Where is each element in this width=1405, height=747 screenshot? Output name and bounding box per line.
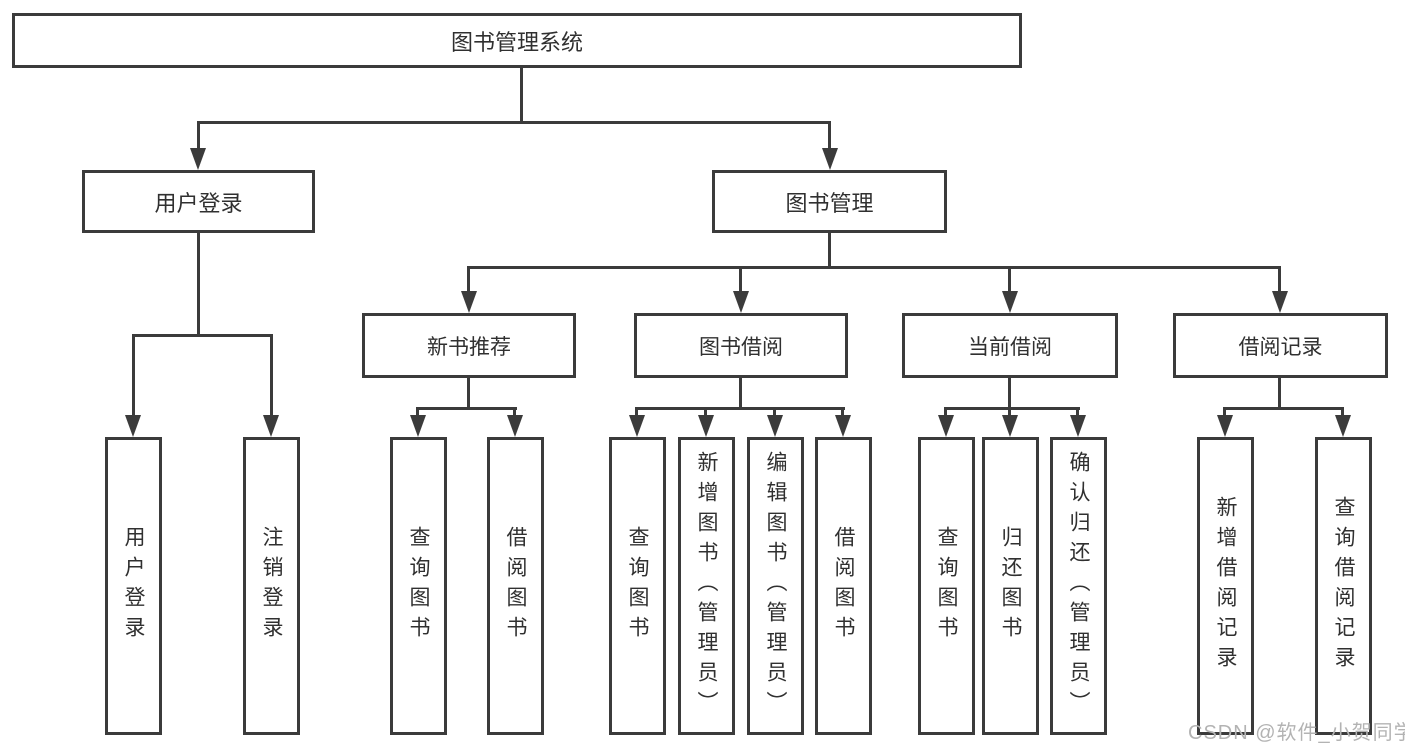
leaf-label: 注销登录 bbox=[260, 526, 283, 646]
leaf-label: 查询图书 bbox=[935, 526, 958, 646]
arrowhead-down-icon bbox=[410, 415, 426, 437]
arrowhead-down-icon bbox=[1070, 415, 1086, 437]
arrowhead-down-icon bbox=[125, 415, 141, 437]
arrowhead-down-icon bbox=[835, 415, 851, 437]
arrowhead-down-icon bbox=[698, 415, 714, 437]
connector-line bbox=[944, 407, 1080, 410]
connector-line bbox=[1008, 407, 1011, 418]
connector-line bbox=[828, 121, 831, 151]
leaf-label: 借阅图书 bbox=[504, 526, 527, 646]
connector-line bbox=[1223, 407, 1226, 418]
connector-line bbox=[197, 121, 200, 151]
leaf-current-confirm-return-admin: 确认归还（管理员） bbox=[1050, 437, 1107, 735]
connector-line bbox=[520, 67, 523, 124]
leaf-label: 借阅图书 bbox=[832, 526, 855, 646]
node-label: 图书借阅 bbox=[699, 335, 783, 359]
arrowhead-down-icon bbox=[1335, 415, 1351, 437]
connector-line bbox=[513, 407, 516, 418]
arrowhead-down-icon bbox=[190, 148, 206, 170]
connector-line bbox=[1278, 266, 1281, 294]
leaf-borrow-edit-books-admin: 编辑图书（管理员） bbox=[747, 437, 804, 735]
connector-line bbox=[739, 377, 742, 410]
node-label: 图书管理系统 bbox=[450, 29, 583, 55]
leaf-label: 新增图书（管理员） bbox=[695, 451, 718, 721]
arrowhead-down-icon bbox=[1002, 415, 1018, 437]
connector-line bbox=[467, 266, 470, 294]
node-user-login: 用户登录 bbox=[82, 170, 315, 233]
connector-line bbox=[132, 334, 135, 417]
leaf-label: 用户登录 bbox=[122, 526, 145, 646]
leaf-logout: 注销登录 bbox=[243, 437, 300, 735]
node-label: 当前借阅 bbox=[968, 335, 1052, 359]
node-current-borrowing: 当前借阅 bbox=[902, 313, 1118, 378]
leaf-borrow-add-books-admin: 新增图书（管理员） bbox=[678, 437, 735, 735]
connector-line bbox=[1008, 377, 1011, 410]
node-label: 图书管理 bbox=[785, 190, 874, 216]
connector-line bbox=[704, 407, 707, 418]
connector-line bbox=[270, 334, 273, 417]
arrowhead-down-icon bbox=[1272, 291, 1288, 313]
connector-line bbox=[635, 407, 638, 418]
connector-line bbox=[841, 407, 844, 418]
connector-line bbox=[739, 266, 742, 294]
leaf-current-return-books: 归还图书 bbox=[982, 437, 1039, 735]
connector-line bbox=[635, 407, 845, 410]
leaf-newrec-query-books: 查询图书 bbox=[390, 437, 447, 735]
connector-line bbox=[1076, 407, 1079, 418]
connector-line bbox=[197, 121, 831, 124]
connector-line bbox=[416, 407, 517, 410]
connector-line bbox=[416, 407, 419, 418]
arrowhead-down-icon bbox=[767, 415, 783, 437]
arrowhead-down-icon bbox=[822, 148, 838, 170]
arrowhead-down-icon bbox=[461, 291, 477, 313]
leaf-label: 查询图书 bbox=[626, 526, 649, 646]
leaf-label: 查询借阅记录 bbox=[1332, 496, 1355, 676]
leaf-records-add-record: 新增借阅记录 bbox=[1197, 437, 1254, 735]
arrowhead-down-icon bbox=[733, 291, 749, 313]
connector-line bbox=[1278, 377, 1281, 410]
connector-line bbox=[1223, 407, 1344, 410]
arrowhead-down-icon bbox=[507, 415, 523, 437]
leaf-newrec-borrow-books: 借阅图书 bbox=[487, 437, 544, 735]
arrowhead-down-icon bbox=[1002, 291, 1018, 313]
connector-line bbox=[1008, 266, 1011, 294]
leaf-current-query-books: 查询图书 bbox=[918, 437, 975, 735]
watermark-text: CSDN @软件_小贺同学 bbox=[1188, 722, 1405, 744]
connector-line bbox=[197, 233, 200, 336]
leaf-label: 新增借阅记录 bbox=[1214, 496, 1237, 676]
node-library-system: 图书管理系统 bbox=[12, 13, 1022, 68]
connector-line bbox=[828, 233, 831, 269]
leaf-borrow-query-books: 查询图书 bbox=[609, 437, 666, 735]
node-borrow-records: 借阅记录 bbox=[1173, 313, 1388, 378]
node-label: 借阅记录 bbox=[1238, 335, 1323, 359]
leaf-label: 确认归还（管理员） bbox=[1067, 451, 1090, 721]
connector-line bbox=[944, 407, 947, 418]
node-book-management: 图书管理 bbox=[712, 170, 947, 233]
connector-line bbox=[467, 377, 470, 410]
connector-line bbox=[132, 334, 273, 337]
leaf-records-query-record: 查询借阅记录 bbox=[1315, 437, 1372, 735]
node-label: 新书推荐 bbox=[427, 335, 511, 359]
connector-line bbox=[773, 407, 776, 418]
leaf-user-login: 用户登录 bbox=[105, 437, 162, 735]
node-label: 用户登录 bbox=[154, 190, 243, 216]
arrowhead-down-icon bbox=[938, 415, 954, 437]
connector-line bbox=[1341, 407, 1344, 418]
leaf-label: 查询图书 bbox=[407, 526, 430, 646]
leaf-label: 归还图书 bbox=[999, 526, 1022, 646]
node-book-borrowing: 图书借阅 bbox=[634, 313, 848, 378]
connector-line bbox=[467, 266, 1281, 269]
arrowhead-down-icon bbox=[1217, 415, 1233, 437]
arrowhead-down-icon bbox=[629, 415, 645, 437]
node-new-book-recommend: 新书推荐 bbox=[362, 313, 576, 378]
leaf-label: 编辑图书（管理员） bbox=[764, 451, 787, 721]
arrowhead-down-icon bbox=[263, 415, 279, 437]
leaf-borrow-borrow-books: 借阅图书 bbox=[815, 437, 872, 735]
